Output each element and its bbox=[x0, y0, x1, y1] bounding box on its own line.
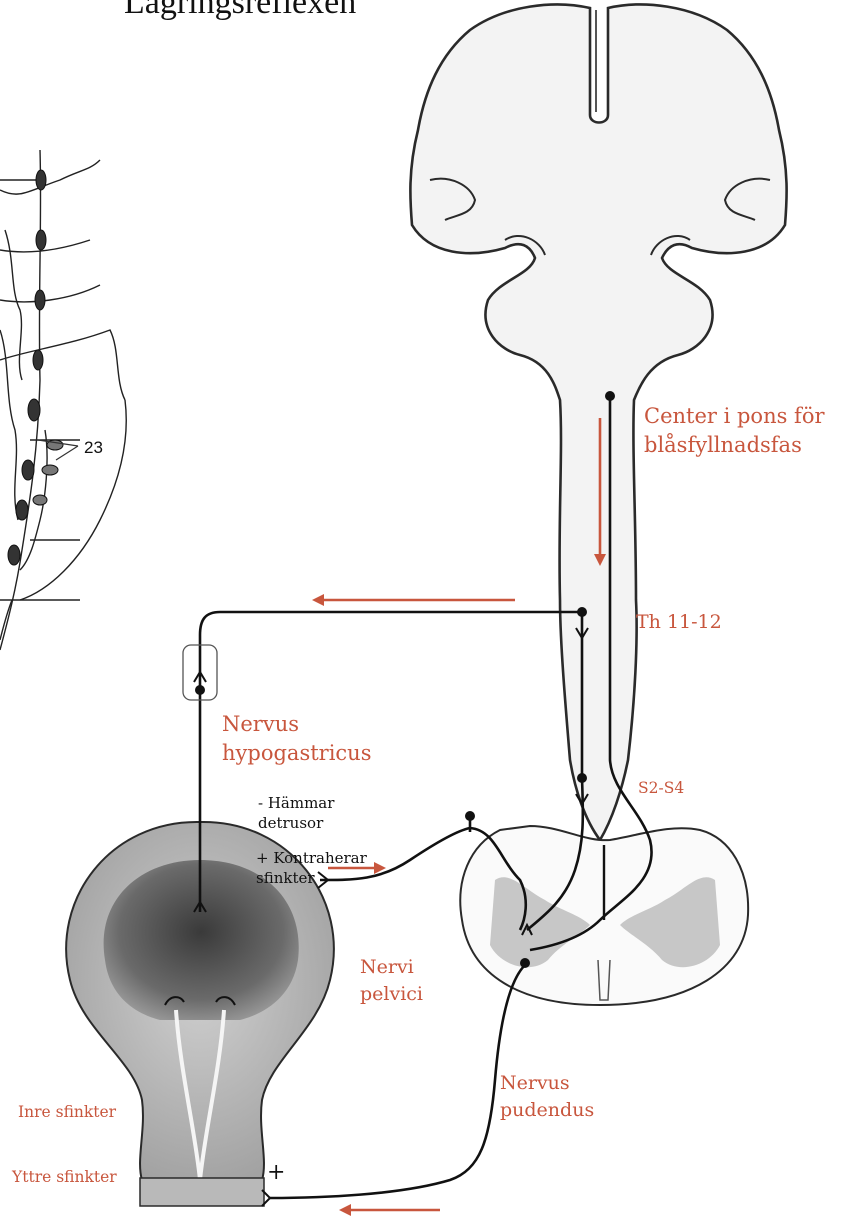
inner-sphincter-label: Inre sfinkter bbox=[18, 1102, 116, 1123]
chain-ganglia bbox=[8, 170, 63, 565]
hypogastricus-label: Nervus hypogastricus bbox=[222, 710, 371, 768]
pons-center-line2: blåsfyllnadsfas bbox=[644, 431, 825, 460]
pelvici-line1: Nervi bbox=[360, 954, 423, 981]
s-level-label: S2-S4 bbox=[638, 778, 684, 799]
pons-center-line1: Center i pons för bbox=[644, 402, 825, 431]
page-title: Lagringsreflexen bbox=[124, 0, 356, 22]
outer-sphincter-label: Yttre sfinkter bbox=[12, 1167, 117, 1188]
effect-sphincter: + Kontraherar sfinkter bbox=[256, 848, 367, 888]
th-level-label: Th 11-12 bbox=[636, 609, 722, 636]
ganglion-number: 23 bbox=[84, 437, 103, 458]
hypogastricus-line2: hypogastricus bbox=[222, 739, 371, 768]
pudendus-label: Nervus pudendus bbox=[500, 1070, 594, 1124]
pudendus-line1: Nervus bbox=[500, 1070, 594, 1097]
sympathetic-chain bbox=[0, 150, 126, 650]
pelvici-line2: pelvici bbox=[360, 981, 423, 1008]
effect-detrusor-line1: - Hämmar bbox=[258, 793, 334, 813]
pudendus-line2: pudendus bbox=[500, 1097, 594, 1124]
effect-sphincter-line2: sfinkter bbox=[256, 868, 367, 888]
pons-center-label: Center i pons för blåsfyllnadsfas bbox=[644, 402, 825, 460]
effect-detrusor: - Hämmar detrusor bbox=[258, 793, 334, 833]
effect-detrusor-line2: detrusor bbox=[258, 813, 334, 833]
pelvici-label: Nervi pelvici bbox=[360, 954, 423, 1008]
plus-sign: + bbox=[267, 1160, 285, 1185]
effect-sphincter-line1: + Kontraherar bbox=[256, 848, 367, 868]
hypogastricus-line1: Nervus bbox=[222, 710, 371, 739]
